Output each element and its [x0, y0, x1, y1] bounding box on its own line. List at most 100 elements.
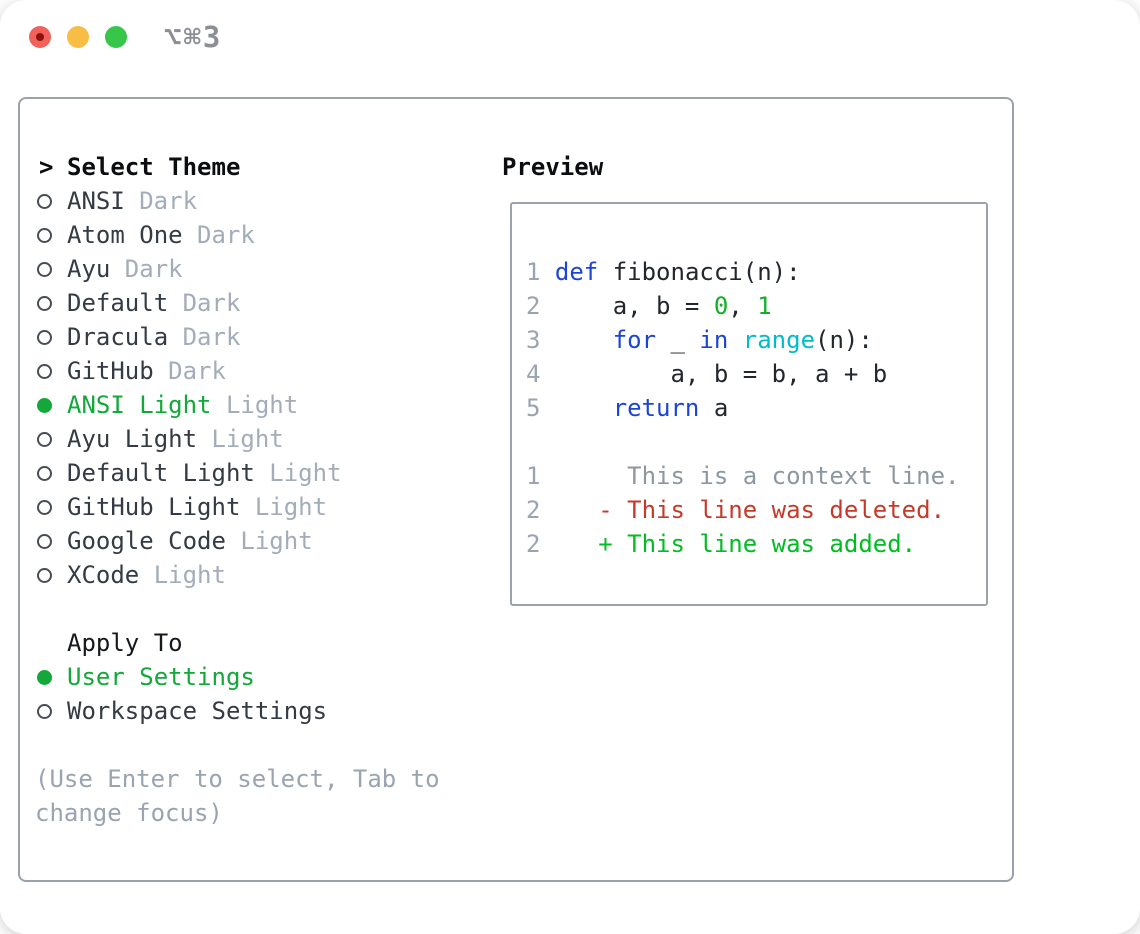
radio-column	[35, 193, 67, 209]
option-label: Ayu Light	[67, 425, 198, 453]
radio-icon	[37, 261, 52, 277]
code-line: 3 for _ in range(n):	[526, 323, 986, 357]
theme-option[interactable]: Ayu Dark	[35, 252, 475, 286]
code-text: a, b = 0, 1	[554, 292, 772, 320]
theme-option[interactable]: Google Code Light	[35, 524, 475, 558]
radio-icon	[37, 397, 52, 413]
option-label: Workspace Settings	[67, 697, 328, 725]
option-badge: Light	[254, 493, 328, 521]
section-gap	[35, 592, 475, 626]
radio-column	[35, 261, 67, 277]
code-text: for _ in range(n):	[612, 326, 873, 354]
option-label: XCode	[67, 561, 140, 589]
radio-icon	[37, 533, 52, 549]
option-badge: Light	[240, 527, 313, 555]
option-badge: Dark	[124, 255, 183, 283]
option-badge: Light	[211, 425, 284, 453]
radio-icon	[37, 465, 52, 481]
radio-icon	[37, 227, 52, 243]
theme-option[interactable]: Ayu Light Light	[35, 422, 475, 456]
theme-option[interactable]: GitHub Light Light	[35, 490, 475, 524]
code-line: 4 a, b = b, a + b	[526, 357, 986, 391]
option-label: ANSI	[67, 187, 125, 215]
option-label: GitHub Light	[67, 493, 241, 521]
code-text: + This line was added.	[554, 530, 917, 558]
maximize-button-icon[interactable]	[105, 26, 127, 48]
radio-icon	[37, 193, 52, 209]
option-label: Atom One	[67, 221, 183, 249]
radio-icon	[37, 703, 52, 719]
line-number: 5	[526, 394, 541, 422]
section-gap	[35, 728, 475, 762]
option-label: ANSI Light	[67, 391, 212, 419]
radio-icon	[37, 669, 52, 685]
code-line: 2 + This line was added.	[526, 527, 986, 561]
option-label: Default Light	[67, 459, 255, 487]
option-label: GitHub	[67, 357, 154, 385]
radio-column	[35, 499, 67, 515]
option-label: User Settings	[67, 663, 255, 691]
radio-column	[35, 669, 67, 685]
radio-column	[35, 295, 67, 311]
code-text: a, b = b, a + b	[554, 360, 888, 388]
option-label: Google Code	[67, 527, 226, 555]
theme-option[interactable]: Dracula Dark	[35, 320, 475, 354]
theme-option[interactable]: Default Dark	[35, 286, 475, 320]
select-theme-header: > Select Theme	[35, 150, 475, 184]
line-number: 2	[526, 530, 541, 558]
radio-icon	[37, 295, 52, 311]
option-badge: Dark	[182, 323, 241, 351]
help-text: (Use Enter to select, Tab to change focu…	[35, 765, 440, 827]
theme-option[interactable]: ANSI Dark	[35, 184, 475, 218]
radio-column	[35, 431, 67, 447]
code-text: This is a context line.	[554, 462, 960, 490]
selection-prompt: >	[35, 150, 67, 184]
theme-option[interactable]: ANSI Light Light	[35, 388, 475, 422]
radio-column	[35, 227, 67, 243]
preview-title: Preview	[502, 153, 604, 181]
theme-option[interactable]: Atom One Dark	[35, 218, 475, 252]
select-theme-title: Select Theme	[67, 153, 241, 181]
apply-to-option[interactable]: User Settings	[35, 660, 475, 694]
titlebar: ⌥⌘3	[0, 0, 1140, 74]
code-text: def fibonacci(n):	[554, 258, 801, 286]
option-badge: Light	[225, 391, 299, 419]
line-number: 3	[526, 326, 541, 354]
radio-column	[35, 329, 67, 345]
close-button-icon[interactable]	[29, 26, 51, 48]
radio-icon	[37, 329, 52, 345]
window-shortcut-label: ⌥⌘3	[164, 20, 223, 54]
code-text: - This line was deleted.	[554, 496, 946, 524]
traffic-lights	[29, 26, 127, 48]
apply-to-header: Apply To	[35, 626, 475, 660]
option-badge: Dark	[197, 221, 255, 249]
option-badge: Dark	[182, 289, 241, 317]
radio-icon	[37, 363, 52, 379]
radio-column	[35, 533, 67, 549]
radio-column	[35, 363, 67, 379]
code-line: 1 This is a context line.	[526, 459, 986, 493]
minimize-button-icon[interactable]	[67, 26, 89, 48]
radio-icon	[37, 567, 52, 583]
radio-column	[35, 703, 67, 719]
option-label: Dracula	[67, 323, 169, 351]
theme-option[interactable]: GitHub Dark	[35, 354, 475, 388]
radio-icon	[37, 499, 52, 515]
apply-to-option[interactable]: Workspace Settings	[35, 694, 475, 728]
line-number: 2	[526, 292, 541, 320]
option-label: Ayu	[67, 255, 111, 283]
option-label: Default	[67, 289, 169, 317]
option-badge: Dark	[168, 357, 226, 385]
option-badge: Dark	[139, 187, 198, 215]
radio-column	[35, 397, 67, 413]
line-number: 1	[526, 462, 541, 490]
